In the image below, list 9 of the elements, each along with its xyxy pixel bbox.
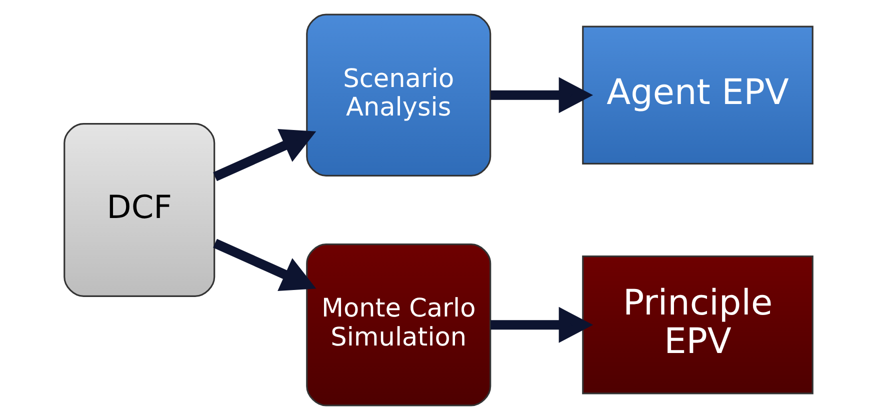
- arrow: [213, 238, 316, 291]
- arrow: [213, 129, 316, 182]
- node-box: Principle EPV: [582, 255, 814, 394]
- node-box: DCF: [64, 123, 216, 297]
- arrow: [490, 306, 594, 343]
- arrow: [490, 77, 594, 114]
- node-box: Monte Carlo Simulation: [306, 244, 492, 406]
- node-box: Scenario Analysis: [306, 14, 492, 176]
- node-box: Agent EPV: [582, 26, 814, 165]
